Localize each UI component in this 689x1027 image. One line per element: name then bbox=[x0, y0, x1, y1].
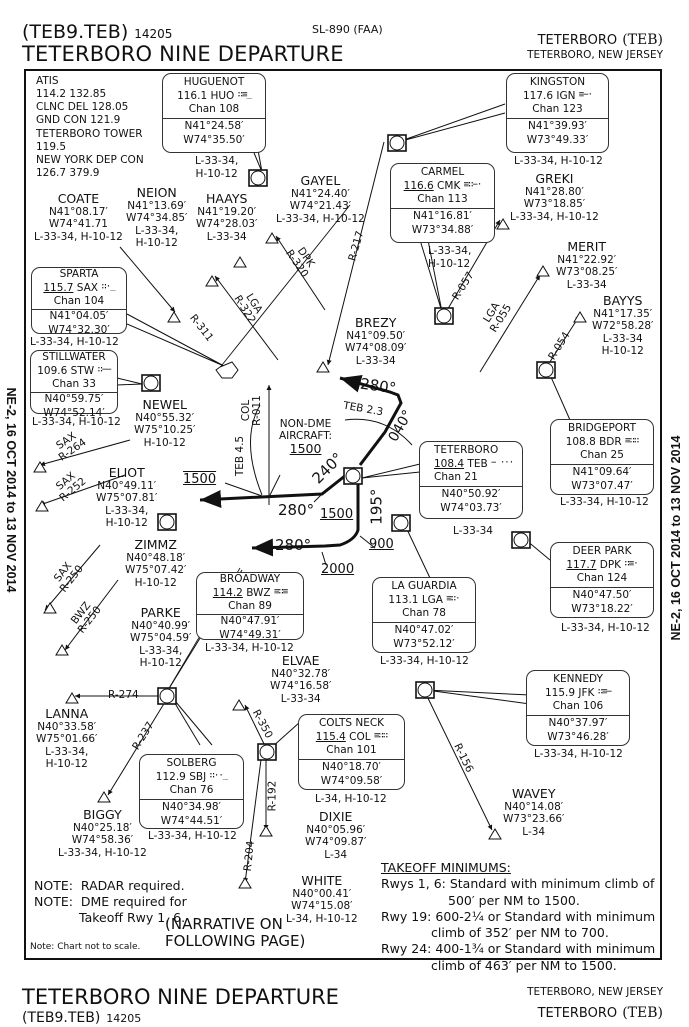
takeoff-minimums: TAKEOFF MINIMUMS: Rwys 1, 6: Standard wi… bbox=[381, 860, 656, 973]
chart-title: TETERBORO NINE DEPARTURE bbox=[22, 42, 344, 66]
footer-airport-location: TETERBORO, NEW JERSEY bbox=[527, 986, 663, 998]
bridgeport-charts: L-33-34, H-10-12 bbox=[560, 496, 649, 508]
airport-id: TETERBORO (TEB) bbox=[537, 32, 663, 48]
morse-code-icon: − ··· bbox=[491, 457, 514, 468]
amendment-number: 14205 bbox=[134, 27, 173, 41]
teterboro-charts: L-33-34 bbox=[453, 525, 493, 537]
chart-frame bbox=[24, 69, 662, 960]
morse-code-icon: ≡∷∷ bbox=[373, 730, 388, 741]
morse-code-icon: ≡−· bbox=[578, 89, 593, 100]
stillwater-charts: L-33-34, H-10-12 bbox=[32, 416, 121, 428]
footer-procedure-id: (TEB9.TEB)14205 bbox=[22, 1010, 142, 1026]
altitude-1500-left: 1500 bbox=[183, 472, 217, 487]
heading-280-low: 280° bbox=[275, 536, 312, 554]
kingston-charts: L-33-34, H-10-12 bbox=[514, 155, 603, 167]
radial-label: R-274 bbox=[108, 689, 139, 701]
altitude-1500-mid: 1500 bbox=[320, 507, 354, 522]
deer-park-charts: L-33-34, H-10-12 bbox=[561, 622, 650, 634]
heading-195: 195° bbox=[367, 488, 386, 525]
scale-note: Note: Chart not to scale. bbox=[30, 942, 141, 952]
footer-title: TETERBORO NINE DEPARTURE bbox=[22, 985, 339, 1009]
chart-reference: SL-890 (FAA) bbox=[312, 23, 383, 36]
morse-code-icon: ∷≡_ bbox=[237, 89, 252, 100]
huguenot-charts: L-33-34,H-10-12 bbox=[195, 155, 239, 180]
altitude-2000: 2000 bbox=[321, 562, 355, 577]
morse-code-icon: ≡∷≡ bbox=[273, 586, 288, 597]
dme-arc-label: TEB 4.5 bbox=[234, 435, 247, 477]
sparta-charts: L-33-34, H-10-12 bbox=[30, 336, 119, 348]
morse-code-icon: ∷≡· bbox=[624, 558, 638, 569]
solberg-charts: L-33-34, H-10-12 bbox=[148, 830, 237, 842]
radial-label: R-192 bbox=[266, 780, 279, 812]
kennedy-charts: L-33-34, H-10-12 bbox=[534, 748, 623, 760]
carmel-charts: L-33-34,H-10-12 bbox=[428, 245, 472, 270]
altitude-900: 900 bbox=[369, 537, 394, 552]
airport-location: TETERBORO, NEW JERSEY bbox=[527, 49, 663, 61]
heading-280-mid: 280° bbox=[278, 501, 315, 519]
broadway-charts: L-33-34, H-10-12 bbox=[205, 642, 294, 654]
morse-code-icon: ≡∷∷ bbox=[625, 435, 639, 446]
morse-code-icon: ∷≡− bbox=[597, 686, 612, 697]
la-guardia-charts: L-33-34, H-10-12 bbox=[380, 655, 469, 667]
morse-code-icon: ∷·_ bbox=[101, 281, 115, 292]
colts-neck-charts: L-34, H-10-12 bbox=[315, 793, 387, 805]
footer-airport-id: TETERBORO (TEB) bbox=[537, 1005, 663, 1021]
note-radar: NOTE: RADAR required. bbox=[34, 878, 185, 893]
morse-code-icon: ∷−− bbox=[97, 364, 111, 375]
morse-code-icon: ≡∷−· bbox=[463, 179, 483, 190]
morse-code-icon: ∷··_ bbox=[209, 770, 229, 781]
procedure-id: (TEB9.TEB)14205 bbox=[22, 21, 173, 43]
morse-code-icon: ≡∷· bbox=[446, 593, 460, 604]
